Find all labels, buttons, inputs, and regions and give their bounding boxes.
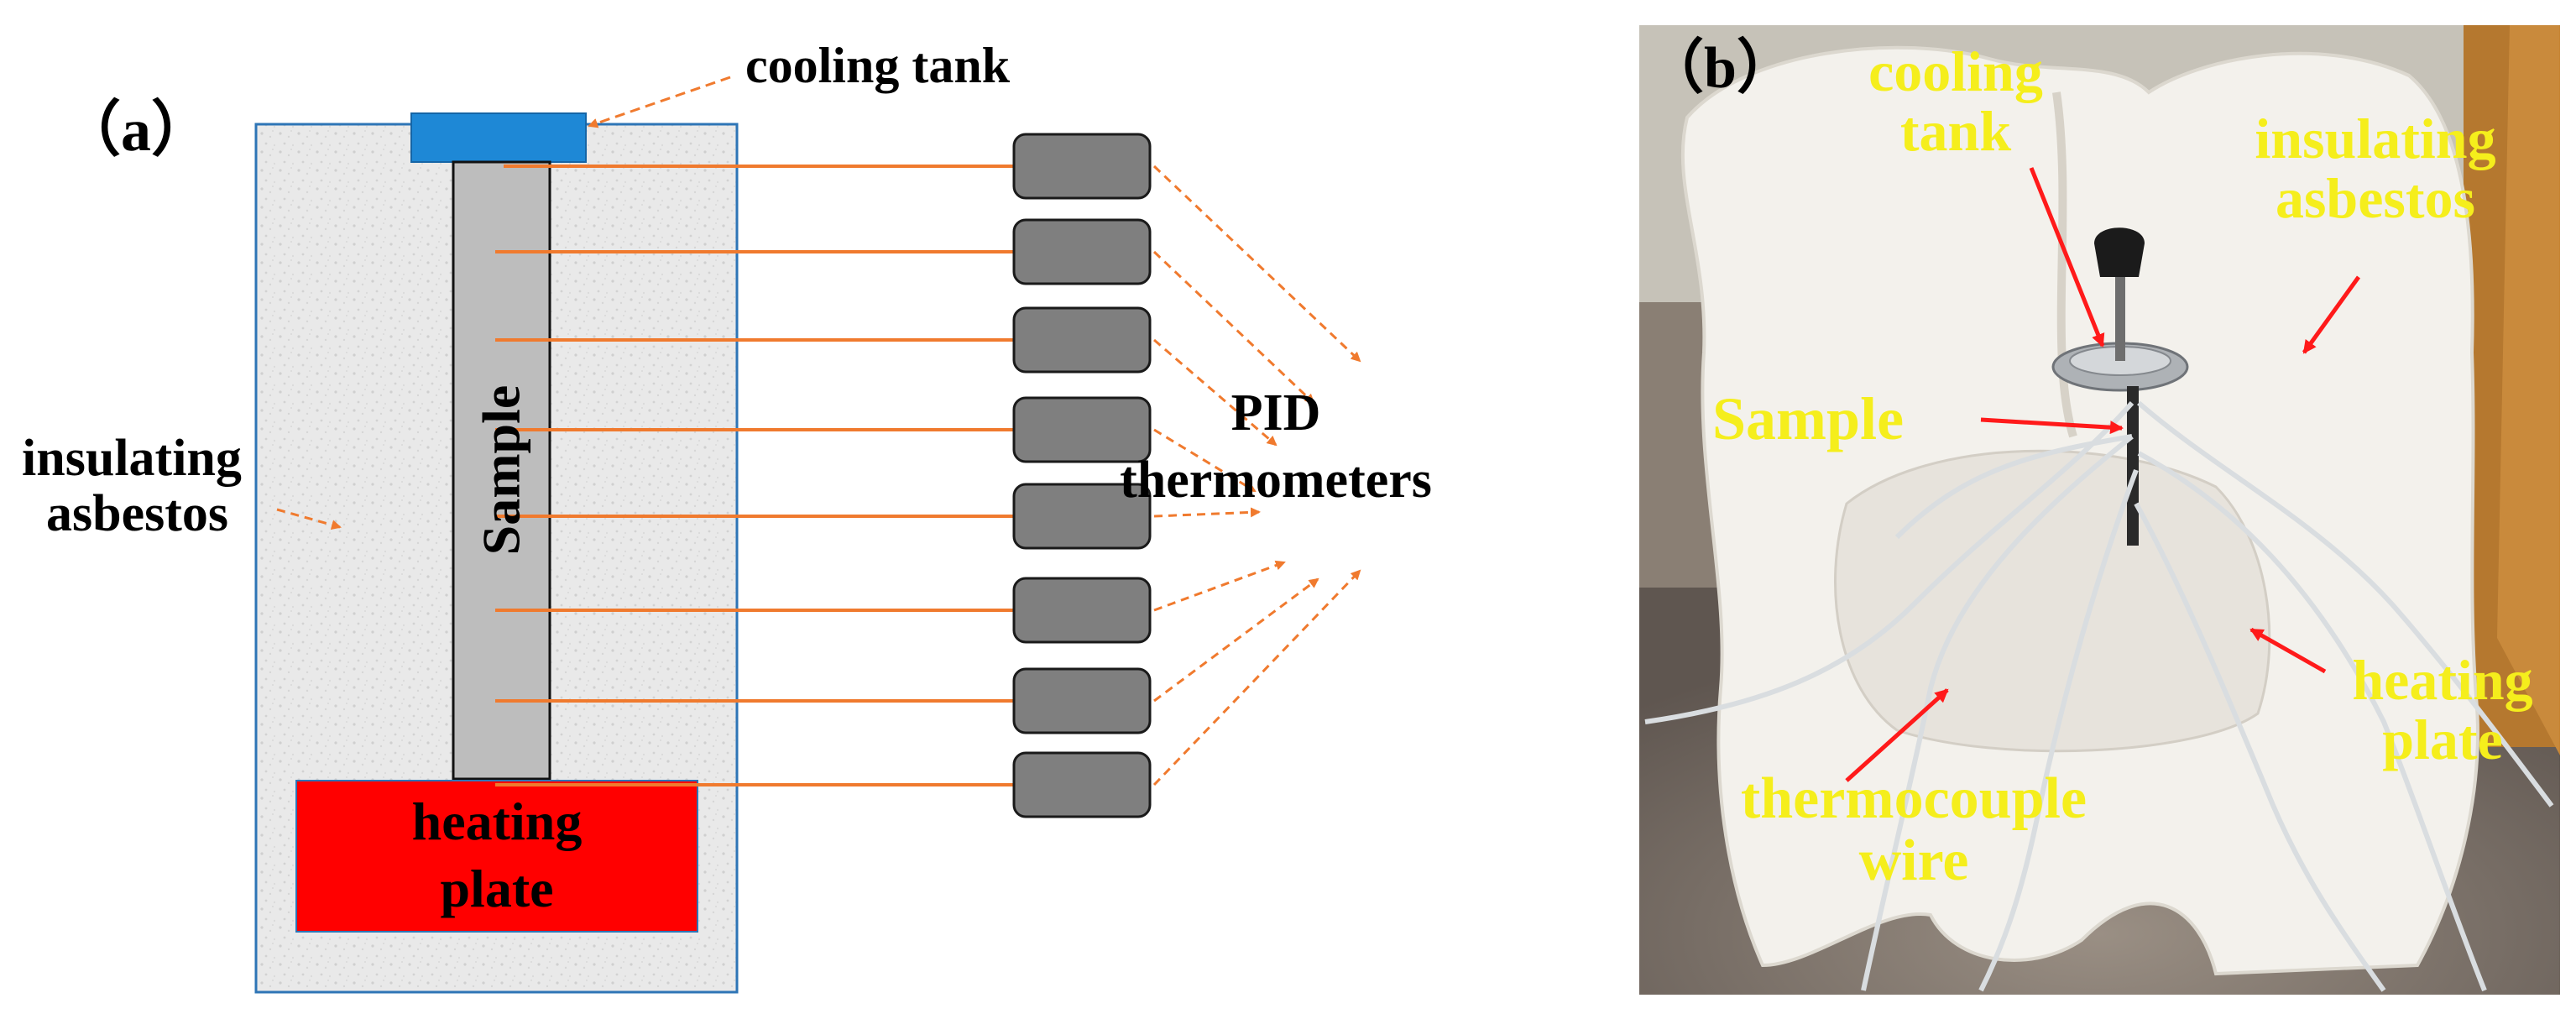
photo-heating-plate-label: heating plate	[2317, 648, 2568, 772]
photo-heating-label: heating	[2352, 648, 2533, 712]
pid-arrow	[1153, 577, 1319, 703]
pid-arrow	[1152, 250, 1315, 405]
photo-thermocouple-label: thermocouple	[1740, 766, 2087, 831]
photo-wire-label: wire	[1858, 828, 1969, 893]
sample-rod	[452, 160, 551, 781]
panel-b-label: （b）	[1645, 36, 1795, 101]
photo-thermocouple-wire-label: thermocouple wire	[1687, 768, 2140, 891]
pid-arrow	[1153, 507, 1261, 518]
photo-insulating-label: insulating	[2255, 107, 2496, 170]
asbestos-label: asbestos	[46, 485, 229, 542]
heating-plate	[295, 780, 698, 933]
cooling-tank	[410, 112, 587, 163]
sensor-lines	[495, 165, 1014, 786]
photo-insulating-asbestos-label: insulating asbestos	[2216, 107, 2535, 231]
insulating-label: insulating	[22, 430, 242, 487]
cooling-tank-arrow	[588, 76, 731, 128]
panel-a-label: （a）	[60, 97, 212, 164]
sample-label: Sample	[471, 384, 531, 556]
photo-cooling-label: cooling	[1868, 39, 2043, 103]
pid-thermometer-box	[1012, 133, 1152, 200]
thermometers-label: thermometers	[1120, 452, 1432, 509]
pid-thermometer-box	[1012, 577, 1152, 644]
pid-label: PID	[1231, 384, 1321, 442]
panel-b-photo	[1639, 25, 2560, 995]
thermocouple-wires	[1644, 400, 2554, 992]
photo-sample-label: Sample	[1712, 385, 1905, 452]
photo-plate-label: plate	[2382, 708, 2503, 772]
pid-thermometer-box	[1012, 396, 1152, 463]
pid-arrow	[1152, 165, 1361, 363]
insulating-asbestos-arrow	[276, 508, 342, 530]
pid-arrow	[1153, 338, 1278, 447]
knob	[2094, 227, 2145, 277]
pid-arrow	[1153, 428, 1257, 493]
photo-tank-label: tank	[1899, 99, 2012, 164]
pid-arrows	[1152, 165, 1361, 786]
photo-cooling-tank-label: cooling tank	[1821, 39, 2090, 164]
photo-asbestos-label: asbestos	[2275, 166, 2476, 231]
pid-arrow	[1152, 569, 1361, 786]
pid-thermometer-box	[1012, 218, 1152, 285]
pid-thermometer-box	[1012, 751, 1152, 818]
pid-arrow	[1153, 560, 1286, 612]
pid-thermometer-box	[1012, 483, 1152, 550]
heating-label: heating	[411, 792, 583, 851]
panel-a	[254, 76, 1361, 994]
plate-label: plate	[440, 859, 554, 918]
cooling-tank-label: cooling tank	[745, 38, 1011, 93]
pid-thermometer-box	[1012, 306, 1152, 374]
pid-thermometer-box	[1012, 667, 1152, 734]
thermometers	[1012, 133, 1152, 818]
